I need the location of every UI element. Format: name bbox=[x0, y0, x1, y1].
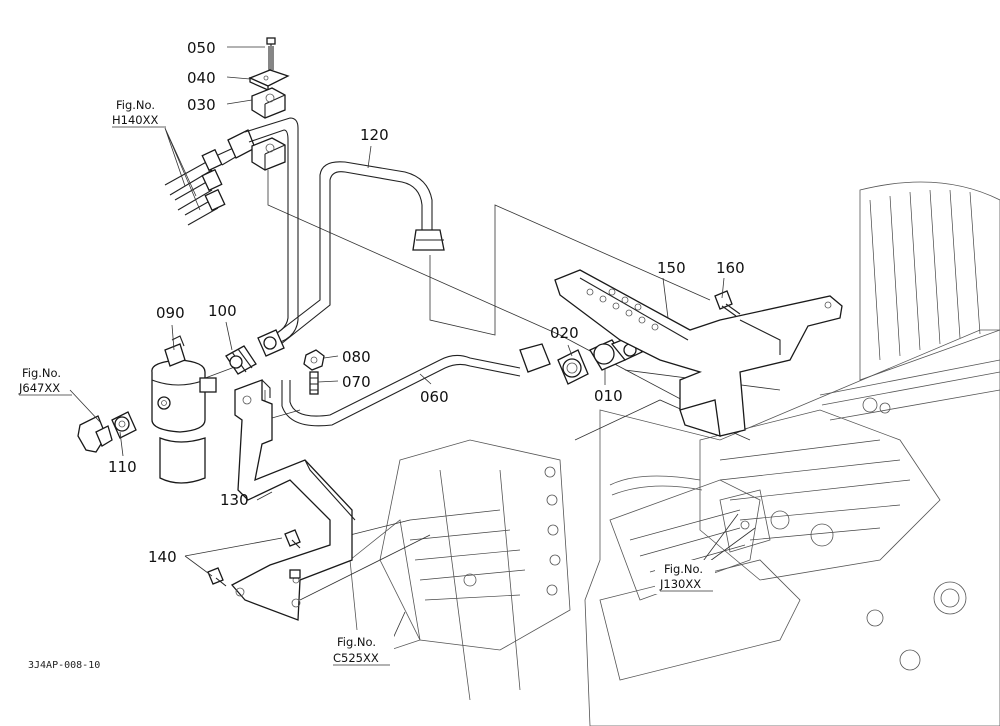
clamp-030 bbox=[251, 87, 286, 171]
fig-ref-c525: Fig.No. C525XX bbox=[330, 630, 394, 668]
callout-leaders bbox=[69, 46, 756, 646]
clamp-plate-040 bbox=[248, 69, 290, 92]
adapter-020 bbox=[557, 349, 589, 385]
drawing-code: 3J4AP-008-10 bbox=[28, 660, 100, 671]
pipe-060 bbox=[281, 343, 551, 427]
bolt-160 bbox=[714, 290, 741, 317]
stud-070 bbox=[309, 371, 319, 395]
front-axle-casting bbox=[349, 439, 571, 701]
callout-080: 080 bbox=[342, 348, 371, 366]
callout-160: 160 bbox=[716, 259, 745, 277]
callout-140: 140 bbox=[148, 548, 177, 566]
callout-150: 150 bbox=[657, 259, 686, 277]
bracket-150 bbox=[554, 269, 843, 437]
bolt-050 bbox=[266, 37, 276, 72]
callout-labels: 050 040 030 120 150 160 090 100 080 070 … bbox=[108, 39, 745, 566]
fig-ref-j130: Fig.No. J130XX bbox=[655, 560, 715, 594]
transmission-housing bbox=[584, 181, 1000, 726]
callout-090: 090 bbox=[156, 304, 185, 322]
callout-020: 020 bbox=[550, 324, 579, 342]
fig-ref-h140-code: H140XX bbox=[112, 113, 158, 127]
callout-050: 050 bbox=[187, 39, 216, 57]
bracket-130 bbox=[230, 379, 356, 621]
fitting-100 bbox=[225, 345, 257, 375]
fig-ref-j647-label: Fig.No. bbox=[22, 366, 61, 380]
fig-ref-j647: Fig.No. J647XX bbox=[18, 366, 72, 396]
fig-ref-c525-label: Fig.No. bbox=[337, 635, 376, 649]
callout-010: 010 bbox=[594, 387, 623, 405]
fig-ref-h140-label: Fig.No. bbox=[116, 98, 155, 112]
pipe-120 bbox=[267, 161, 445, 349]
callout-040: 040 bbox=[187, 69, 216, 87]
callout-110: 110 bbox=[108, 458, 137, 476]
fig-ref-j647-code: J647XX bbox=[18, 381, 60, 395]
bolts-140 bbox=[207, 529, 301, 587]
callout-070: 070 bbox=[342, 373, 371, 391]
fig-ref-c525-code: C525XX bbox=[333, 651, 379, 665]
callout-030: 030 bbox=[187, 96, 216, 114]
hoses-h140 bbox=[164, 129, 256, 226]
elbow-110 bbox=[77, 411, 137, 453]
fig-ref-j130-label: Fig.No. bbox=[664, 562, 703, 576]
fig-ref-h140: Fig.No. H140XX bbox=[112, 98, 166, 128]
callout-130: 130 bbox=[220, 491, 249, 509]
fig-ref-j130-code: J130XX bbox=[659, 577, 701, 591]
oil-filter-090 bbox=[151, 335, 217, 484]
callout-060: 060 bbox=[420, 388, 449, 406]
callout-100: 100 bbox=[208, 302, 237, 320]
tube-nut bbox=[257, 329, 285, 357]
nut-080 bbox=[303, 349, 325, 371]
callout-120: 120 bbox=[360, 126, 389, 144]
